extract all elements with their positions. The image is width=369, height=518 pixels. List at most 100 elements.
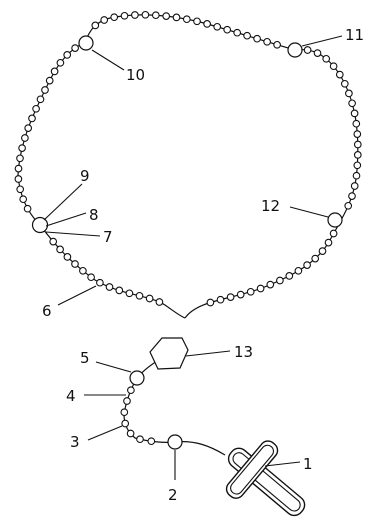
small-bead	[353, 151, 362, 159]
small-bead	[110, 13, 119, 22]
large-bead-10	[78, 35, 94, 51]
small-bead	[226, 293, 235, 301]
small-bead	[350, 182, 359, 190]
large-bead-5	[129, 370, 145, 386]
small-bead	[324, 238, 333, 247]
callout-9: 9	[80, 167, 90, 185]
small-bead	[100, 16, 109, 24]
small-bead	[340, 79, 349, 88]
small-bead	[56, 58, 65, 67]
small-bead	[285, 272, 294, 280]
small-bead	[45, 76, 54, 85]
small-bead	[246, 287, 255, 296]
small-bead	[19, 195, 28, 204]
leader-7	[45, 231, 101, 237]
small-bead	[126, 429, 135, 438]
small-bead	[236, 290, 245, 299]
leader-6	[57, 285, 97, 306]
small-bead	[353, 130, 362, 138]
small-bead	[233, 28, 242, 37]
small-bead	[49, 237, 58, 246]
small-bead	[56, 245, 64, 254]
callout-6: 6	[42, 302, 52, 320]
small-bead	[131, 11, 139, 19]
small-bead	[18, 144, 26, 152]
small-bead	[253, 34, 261, 43]
leader-11	[301, 35, 343, 47]
callout-3: 3	[70, 433, 80, 451]
large-bead-9	[31, 216, 49, 234]
leader-3	[87, 425, 123, 441]
small-bead	[151, 11, 160, 20]
small-bead	[16, 154, 24, 163]
small-bead	[96, 278, 104, 287]
small-bead	[21, 134, 29, 142]
leader-12	[289, 206, 329, 218]
leader-13	[185, 350, 231, 357]
callout-8: 8	[89, 206, 99, 224]
small-bead	[16, 185, 25, 194]
small-bead	[71, 44, 79, 52]
small-bead	[345, 89, 353, 98]
small-bead	[14, 175, 23, 183]
callout-12: 12	[261, 197, 280, 215]
large-bead-2	[167, 434, 183, 450]
small-bead	[155, 298, 164, 306]
small-bead	[127, 386, 135, 395]
small-bead	[329, 229, 338, 238]
small-bead	[79, 266, 87, 275]
small-bead	[121, 419, 130, 428]
small-bead	[348, 99, 356, 108]
small-bead	[329, 62, 338, 71]
small-bead	[294, 266, 303, 275]
small-bead	[36, 95, 45, 104]
large-bead-12	[327, 212, 343, 228]
small-bead	[193, 17, 201, 26]
centerpiece-medal	[149, 337, 189, 370]
small-bead	[352, 171, 361, 180]
callout-2: 2	[168, 486, 178, 504]
small-bead	[353, 161, 362, 170]
small-bead	[135, 291, 144, 300]
small-beads	[14, 10, 362, 446]
small-bead	[276, 276, 284, 285]
small-bead	[115, 286, 124, 295]
leader-5	[95, 361, 132, 373]
callout-5: 5	[80, 349, 90, 367]
small-bead	[105, 283, 114, 291]
small-bead	[353, 140, 362, 149]
small-bead	[120, 11, 129, 20]
small-bead	[41, 86, 49, 94]
small-bead	[123, 397, 131, 405]
small-bead	[145, 294, 154, 303]
callout-7: 7	[103, 228, 113, 246]
leader-9	[43, 183, 83, 221]
leader-8	[45, 212, 87, 227]
small-bead	[63, 253, 72, 261]
small-bead	[32, 104, 40, 113]
small-bead	[125, 289, 134, 298]
leader-lines	[43, 35, 343, 480]
callout-11: 11	[345, 26, 364, 44]
small-bead	[162, 12, 171, 20]
small-bead	[87, 273, 95, 282]
small-bead	[303, 46, 312, 54]
small-bead	[318, 247, 327, 255]
callout-10: 10	[126, 66, 145, 84]
small-bead	[71, 260, 79, 268]
small-bead	[203, 20, 211, 28]
small-bead	[28, 114, 36, 123]
small-bead	[348, 192, 356, 200]
small-bead	[23, 204, 32, 213]
small-bead	[50, 67, 59, 76]
small-bead	[350, 109, 359, 118]
small-bead	[243, 31, 251, 40]
small-bead	[14, 164, 23, 173]
small-bead	[172, 13, 181, 22]
small-bead	[141, 10, 150, 19]
small-bead	[147, 437, 156, 446]
small-bead	[352, 119, 361, 128]
small-bead	[266, 280, 275, 289]
small-bead	[256, 284, 265, 293]
